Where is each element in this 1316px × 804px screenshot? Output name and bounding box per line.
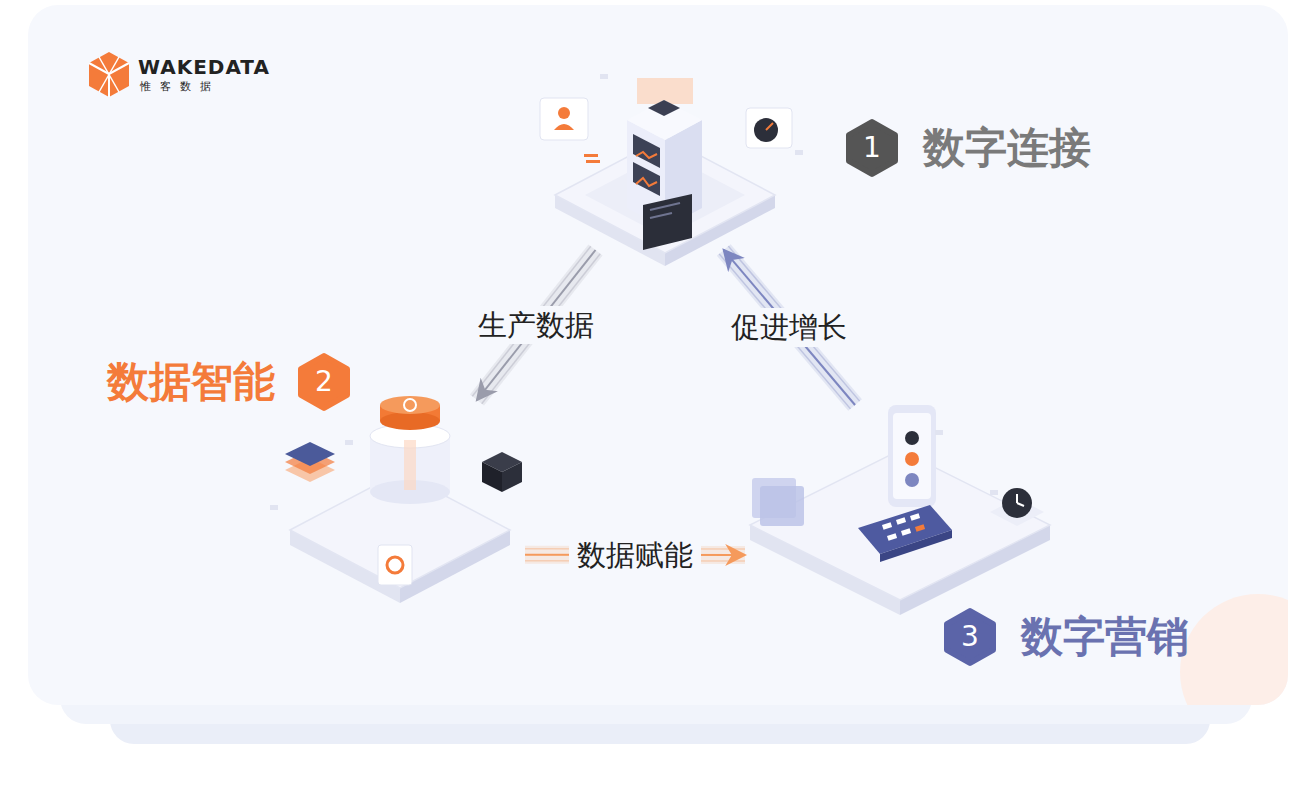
callout-badge: 2 xyxy=(297,352,351,412)
logo-text: 惟客数据 xyxy=(140,79,220,94)
stage-node: 数据智能2 xyxy=(285,400,525,615)
platform-intelligence xyxy=(270,396,522,603)
stage-node: 3数字营销 xyxy=(745,405,1055,605)
callout-number: 1 xyxy=(845,118,899,178)
stage-title: 数据智能 xyxy=(107,357,275,407)
flow-connector xyxy=(719,246,859,409)
corner-blob xyxy=(1180,594,1288,705)
platform-connect xyxy=(540,74,803,266)
callout-badge: 1 xyxy=(845,118,899,178)
callout-number: 3 xyxy=(943,607,997,667)
card xyxy=(28,5,1288,705)
edge-label: 数据赋能 xyxy=(569,536,701,575)
edge-label: 生产数据 xyxy=(470,306,602,345)
platform-marketing xyxy=(750,405,1050,615)
logo-icon xyxy=(89,52,129,97)
edge-label: 促进增长 xyxy=(723,308,855,347)
logo-text: WAKEDATA xyxy=(138,55,270,79)
stage-title: 数字营销 xyxy=(1021,612,1189,662)
callout-badge: 3 xyxy=(943,607,997,667)
flow-line xyxy=(724,250,855,405)
flow-band xyxy=(724,250,855,405)
stage-title: 数字连接 xyxy=(923,123,1091,173)
callout-number: 2 xyxy=(297,352,351,412)
stage-node: 1数字连接 xyxy=(555,80,780,250)
